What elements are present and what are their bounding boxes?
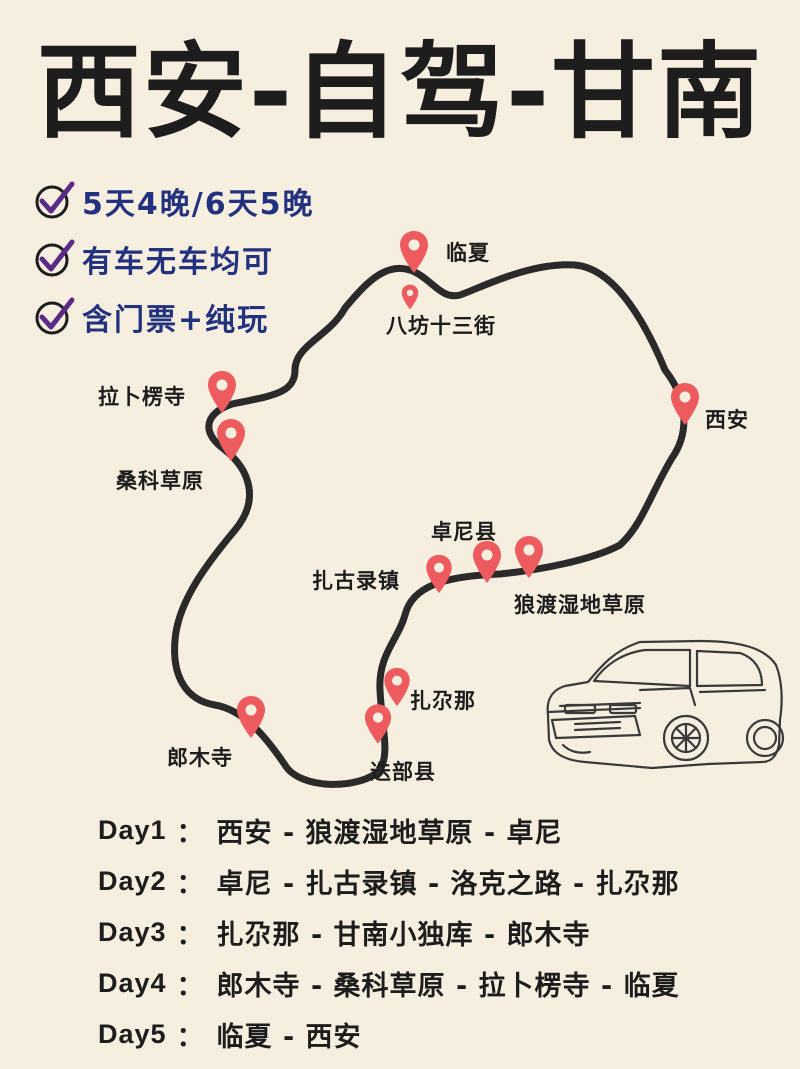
itinerary-day: Day1 ： 西安 - 狼渡湿地草原 - 卓尼: [98, 805, 680, 856]
place-label-zhuoni: 卓尼县: [431, 520, 497, 544]
place-label-bafang: 八坊十三街: [386, 314, 496, 338]
itinerary-day: Day4 ： 郎木寺 - 桑科草原 - 拉卜楞寺 - 临夏: [98, 958, 680, 1009]
day-separator: ：: [176, 818, 205, 849]
car-illustration: [546, 639, 785, 770]
check-icon: [35, 297, 75, 335]
place-label-sangke: 桑科草原: [116, 469, 204, 493]
feature-item: 有车无车均可: [32, 235, 274, 283]
feature-label: 5天4晚/6天5晚: [82, 187, 315, 222]
day-route: 郎木寺 - 桑科草原 - 拉卜楞寺 - 临夏: [216, 971, 680, 1002]
day-separator: ：: [176, 1022, 205, 1053]
place-label-langmu: 郎木寺: [167, 746, 233, 770]
feature-label: 有车无车均可: [82, 245, 274, 280]
pin-sangke-icon: [217, 419, 245, 461]
day-route: 临夏 - 西安: [216, 1022, 362, 1053]
check-icon: [35, 239, 75, 277]
pin-xian-icon: [671, 383, 699, 425]
feature-label: 含门票+纯玩: [82, 303, 270, 338]
place-label-zhagu: 扎古录镇: [312, 569, 400, 593]
itinerary-day: Day5 ： 临夏 - 西安: [98, 1009, 680, 1060]
day-separator: ：: [176, 920, 205, 951]
day-label: Day1: [98, 815, 167, 845]
day-route: 西安 - 狼渡湿地草原 - 卓尼: [216, 818, 563, 849]
pin-zhaga-icon: [384, 667, 410, 707]
place-label-zhaga: 扎尕那: [410, 689, 476, 713]
day-route: 卓尼 - 扎古录镇 - 洛克之路 - 扎尕那: [216, 869, 680, 900]
place-label-labrang: 拉卜楞寺: [98, 385, 186, 409]
itinerary-list: Day1 ： 西安 - 狼渡湿地草原 - 卓尼 Day2 ： 卓尼 - 扎古录镇…: [98, 805, 680, 1060]
place-label-langdu: 狼渡湿地草原: [514, 593, 646, 617]
day-separator: ：: [176, 971, 205, 1002]
day-label: Day4: [98, 968, 167, 998]
day-label: Day3: [98, 917, 167, 947]
check-icon: [35, 181, 75, 219]
place-label-tebu: 迭部县: [370, 760, 436, 784]
day-label: Day5: [98, 1019, 167, 1049]
day-label: Day2: [98, 866, 167, 896]
place-label-linxia: 临夏: [446, 241, 490, 265]
pin-bafang-icon: [401, 284, 419, 310]
route-path: [171, 261, 688, 788]
page-title: 西安-自驾-甘南: [36, 31, 764, 153]
itinerary-day: Day2 ： 卓尼 - 扎古录镇 - 洛克之路 - 扎尕那: [98, 856, 680, 907]
itinerary-day: Day3 ： 扎尕那 - 甘南小独库 - 郎木寺: [98, 907, 680, 958]
feature-item: 5天4晚/6天5晚: [32, 177, 314, 225]
day-route: 扎尕那 - 甘南小独库 - 郎木寺: [216, 920, 591, 951]
day-separator: ：: [176, 869, 205, 900]
place-label-xian: 西安: [705, 408, 749, 432]
feature-item: 含门票+纯玩: [32, 293, 269, 341]
